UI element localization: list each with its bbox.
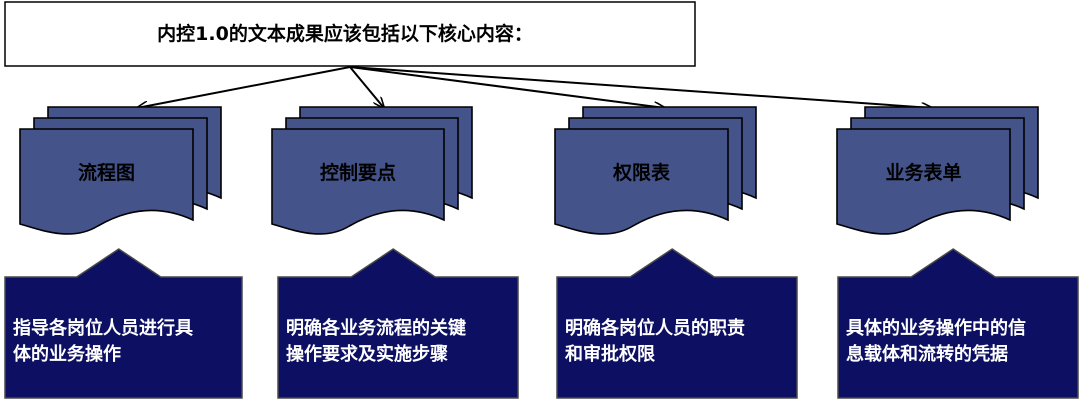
document-front-page: [554, 128, 729, 235]
document-stacks: 流程图 控制要点 权限表 业务表单: [19, 106, 1039, 235]
callout-text-line: 息载体和流转的凭据: [846, 343, 1008, 365]
callout-text-line: 和审批权限: [565, 343, 656, 365]
callout-text-line: 明确各岗位人员的职责: [565, 317, 745, 339]
title-text: 内控1.0的文本成果应该包括以下核心内容：: [157, 22, 533, 45]
title-box-frame: [4, 1, 696, 67]
description-callouts: 指导各岗位人员进行具体的业务操作明确各业务流程的关键操作要求及实施步骤明确各岗位…: [4, 248, 1079, 399]
arrow-2: [349, 66, 384, 108]
callout-text-line: 具体的业务操作中的信: [846, 317, 1026, 339]
document-label: 权限表: [612, 161, 671, 184]
document-label: 流程图: [78, 161, 135, 184]
callout-text-line: 指导各岗位人员进行具: [13, 317, 193, 339]
callout-box: [837, 248, 1079, 399]
arrow-1: [137, 66, 351, 108]
callout-text-line: 体的业务操作: [13, 343, 121, 365]
document-stack-4: 业务表单: [836, 106, 1039, 235]
document-label: 控制要点: [320, 161, 396, 184]
title-box: 内控1.0的文本成果应该包括以下核心内容：: [4, 1, 696, 67]
document-front-page: [19, 128, 194, 235]
callout-box: [4, 248, 243, 399]
callout-box: [556, 248, 798, 399]
arrow-4: [349, 66, 932, 108]
document-stack-1: 流程图: [19, 106, 222, 235]
document-front-page: [836, 128, 1011, 235]
document-label: 业务表单: [885, 161, 961, 184]
callout-text-line: 操作要求及实施步骤: [286, 343, 448, 365]
document-stack-2: 控制要点: [271, 106, 473, 235]
connector-arrows: [137, 66, 932, 108]
document-stack-3: 权限表: [554, 106, 757, 235]
document-front-page: [271, 128, 445, 235]
arrow-3: [349, 66, 665, 108]
callout-box: [277, 248, 519, 399]
callout-text-line: 明确各业务流程的关键: [286, 317, 466, 339]
